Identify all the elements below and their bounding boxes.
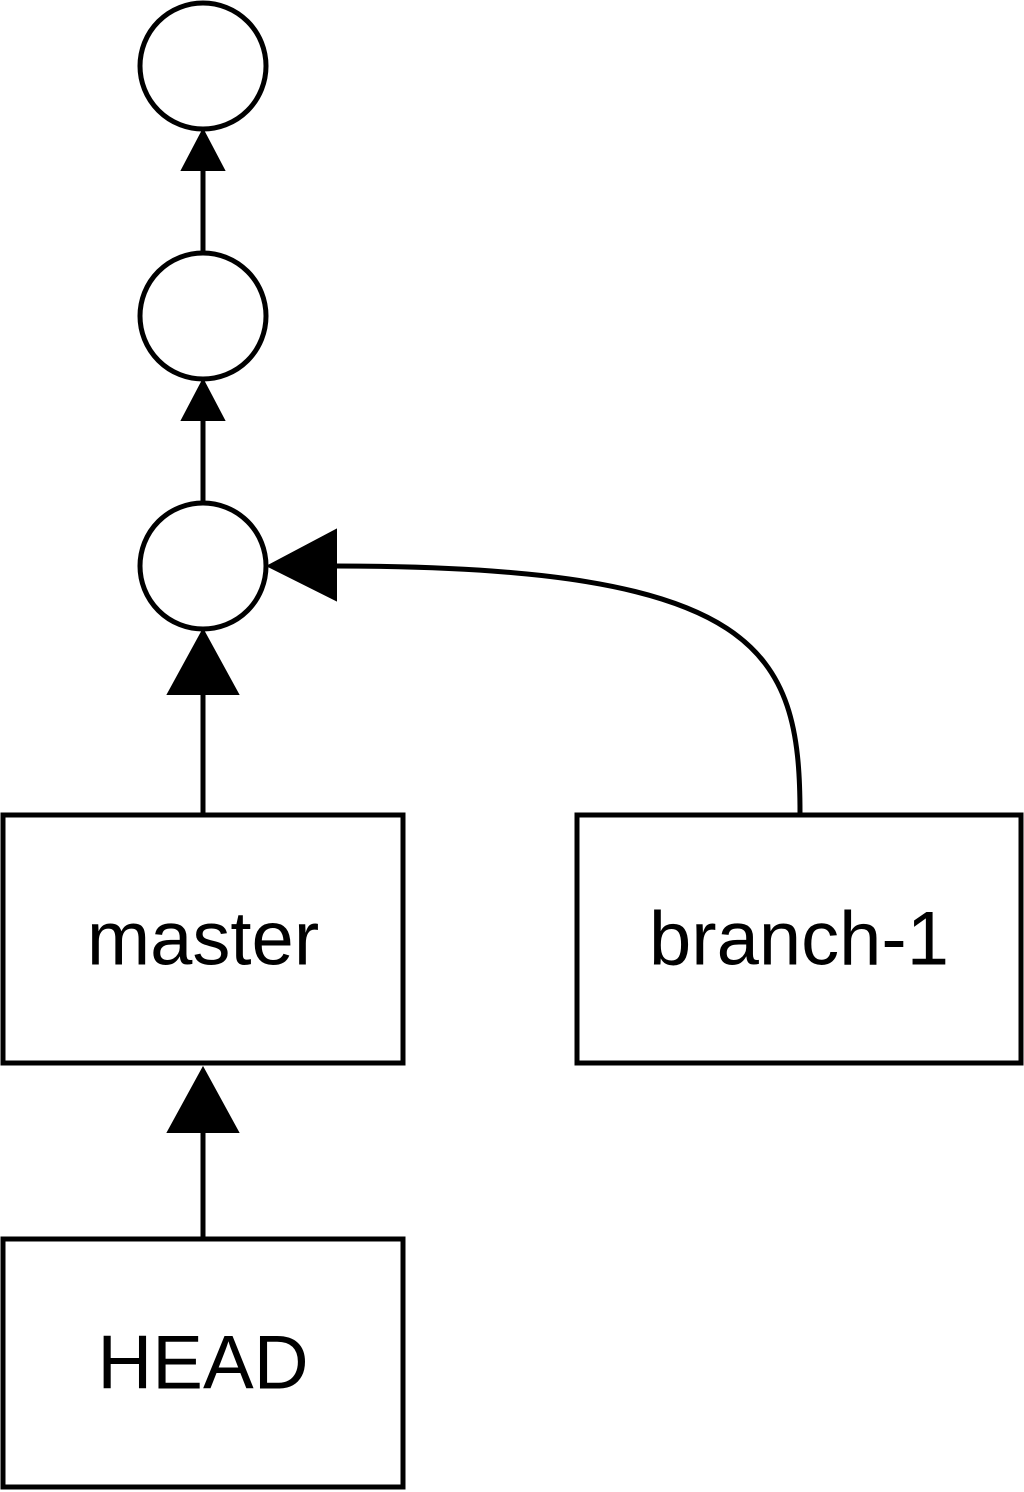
arrowhead-commit2 bbox=[180, 377, 226, 421]
arrowhead-commit3 bbox=[180, 127, 226, 171]
ref-branch-1: branch-1 bbox=[574, 812, 1024, 1066]
master-label: master bbox=[87, 897, 319, 982]
edge-branch1-to-commit1 bbox=[333, 563, 803, 814]
commit-node-3 bbox=[137, 0, 269, 132]
branch-1-box bbox=[574, 812, 1024, 1066]
ref-head: HEAD bbox=[0, 1236, 406, 1490]
arrowhead-master-from-head bbox=[166, 1065, 240, 1133]
arrowhead-commit1-from-branch1 bbox=[265, 528, 337, 602]
commit-node-1 bbox=[137, 500, 269, 632]
commits bbox=[137, 0, 269, 632]
arrowhead-commit1-from-master bbox=[166, 627, 240, 695]
head-label: HEAD bbox=[97, 1321, 308, 1406]
edges bbox=[166, 127, 803, 1238]
master-box bbox=[0, 812, 406, 1066]
head-box bbox=[0, 1236, 406, 1490]
commit-node-2 bbox=[137, 250, 269, 382]
ref-master: master bbox=[0, 812, 406, 1066]
branch-1-label: branch-1 bbox=[649, 897, 949, 982]
